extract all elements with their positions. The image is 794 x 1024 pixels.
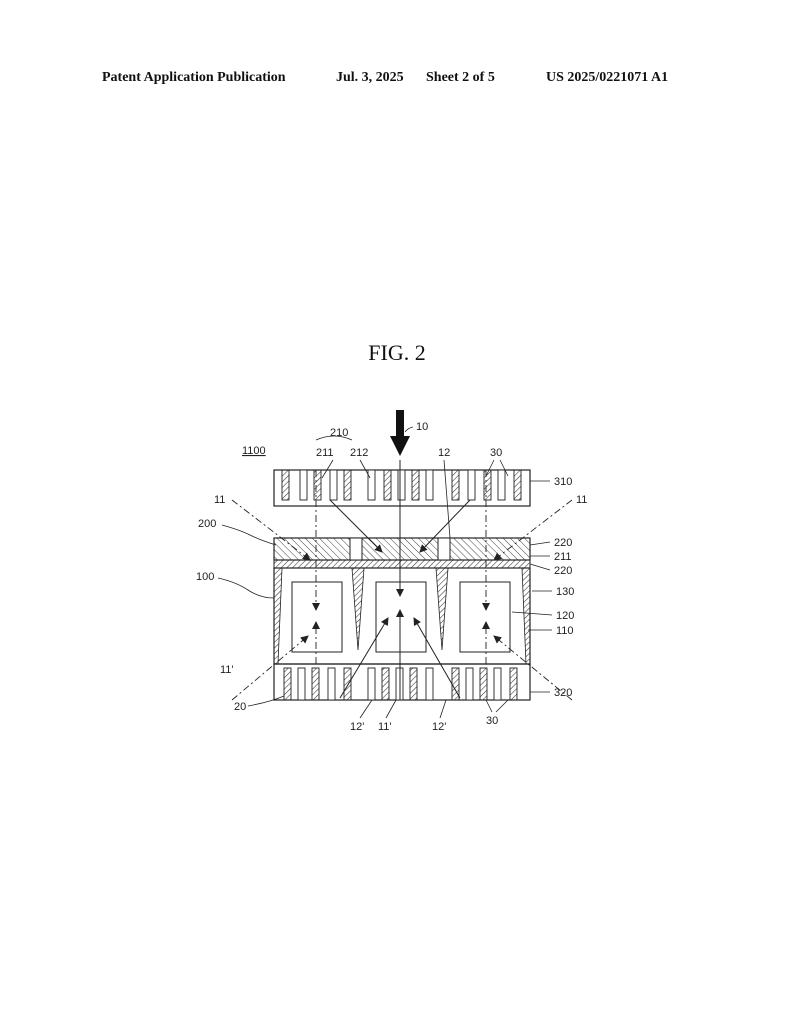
label-12p-a: 12' — [350, 721, 364, 733]
page-header: Patent Application Publication Jul. 3, 2… — [0, 70, 794, 90]
strip — [297, 667, 306, 701]
top-strips — [281, 469, 522, 501]
strip — [409, 667, 418, 701]
label-210: 210 — [330, 427, 348, 439]
figure-title: FIG. 2 — [368, 340, 426, 365]
strip — [483, 469, 492, 501]
strip — [493, 667, 502, 701]
strip — [425, 469, 434, 501]
label-120: 120 — [556, 610, 574, 622]
bottom-layer-320 — [273, 663, 531, 701]
strip — [467, 469, 476, 501]
label-211-top: 211 — [316, 447, 334, 459]
label-1100: 1100 — [242, 445, 266, 457]
strip — [451, 469, 460, 501]
label-11-right: 11 — [576, 494, 587, 506]
dashed-rays — [231, 470, 573, 701]
reference-labels: 1100 210 211 212 10 12 30 310 11 11 200 … — [196, 421, 587, 733]
strip — [383, 469, 392, 501]
sheet-number: Sheet 2 of 5 — [426, 70, 495, 85]
strip — [465, 667, 474, 701]
label-11-left: 11 — [214, 494, 225, 506]
strip — [329, 469, 338, 501]
leader-lines — [217, 426, 553, 719]
strip — [397, 469, 406, 501]
strip — [343, 667, 352, 701]
strip — [299, 469, 308, 501]
top-layer-310 — [273, 469, 531, 507]
label-310: 310 — [554, 476, 572, 488]
label-30-top: 30 — [490, 447, 502, 459]
strip — [513, 469, 522, 501]
publication-number: US 2025/0221071 A1 — [546, 70, 669, 85]
label-11p-bottom: 11' — [378, 721, 392, 733]
label-10: 10 — [416, 421, 428, 433]
strip — [281, 469, 290, 501]
label-220-b: 220 — [554, 565, 572, 577]
label-110: 110 — [556, 625, 574, 637]
bottom-strips — [283, 667, 518, 701]
incident-light-arrow — [390, 410, 410, 456]
label-130: 130 — [556, 586, 574, 598]
label-20: 20 — [234, 701, 246, 713]
strip — [411, 469, 420, 501]
strip — [327, 667, 336, 701]
label-12: 12 — [438, 447, 450, 459]
label-30-bottom: 30 — [486, 715, 498, 727]
strip — [509, 667, 518, 701]
strip — [367, 667, 376, 701]
label-12p-b: 12' — [432, 721, 446, 733]
strip — [343, 469, 352, 501]
label-320: 320 — [554, 687, 572, 699]
label-100: 100 — [196, 571, 214, 583]
label-11p-left: 11' — [220, 664, 234, 676]
label-212: 212 — [350, 447, 368, 459]
strip — [381, 667, 390, 701]
label-220-a: 220 — [554, 537, 572, 549]
strip — [313, 469, 322, 501]
strip — [479, 667, 488, 701]
layer-200 — [273, 537, 531, 569]
strip — [311, 667, 320, 701]
strip — [425, 667, 434, 701]
publication-date: Jul. 3, 2025 — [336, 70, 404, 85]
strip — [283, 667, 292, 701]
label-200: 200 — [198, 518, 216, 530]
light-rays — [329, 460, 471, 700]
layer-100 — [273, 567, 531, 665]
label-211-right: 211 — [554, 551, 572, 563]
publication-type: Patent Application Publication — [102, 70, 286, 85]
strip — [497, 469, 506, 501]
strip — [367, 469, 376, 501]
